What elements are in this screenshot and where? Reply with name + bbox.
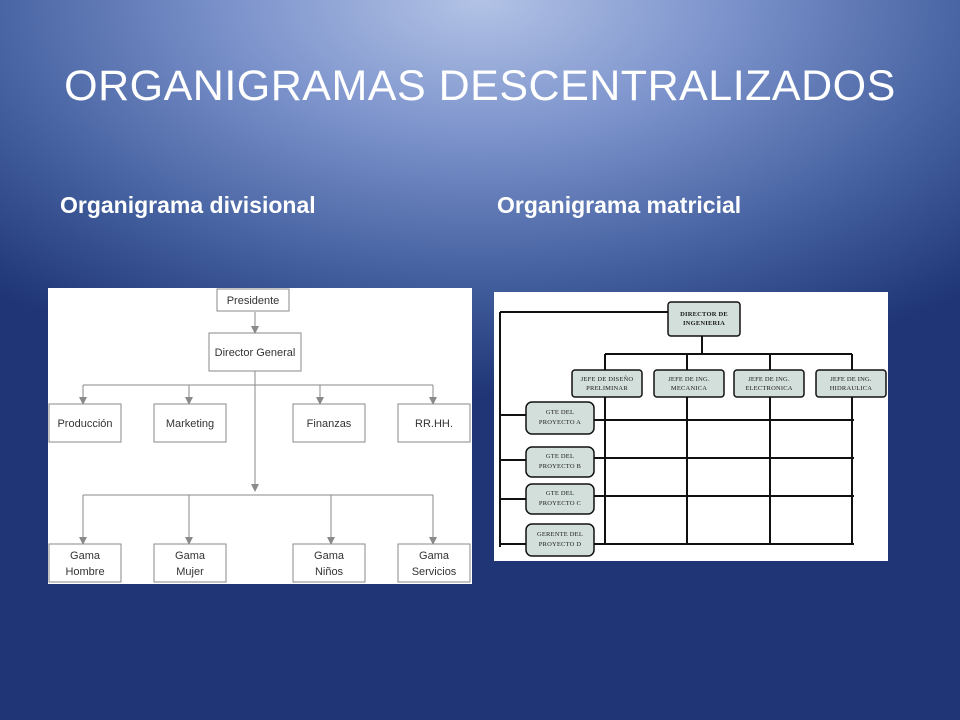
head-label: PRELIMINAR [586, 385, 628, 392]
product-line-box-women: Gama Mujer [153, 543, 227, 583]
director-label: DIRECTOR DE [680, 311, 728, 318]
head-label: JEFE DE ING. [748, 376, 790, 383]
product-line-box-men: Gama Hombre [48, 543, 122, 583]
department-box-hr: RR.HH. [397, 403, 471, 443]
product-line-label: Niños [315, 566, 344, 578]
project-label: GTE DEL [546, 490, 574, 497]
project-label: PROYECTO C [539, 500, 581, 507]
product-line-label: Gama [419, 550, 450, 562]
project-label: GTE DEL [546, 453, 574, 460]
head-label: HIDRAULICA [830, 385, 873, 392]
divisional-chart-panel: Presidente Director General Producción M… [48, 288, 472, 584]
project-label: PROYECTO B [539, 463, 582, 470]
department-box-finance: Finanzas [292, 403, 366, 443]
project-label: PROYECTO D [539, 541, 582, 548]
head-label: ELECTRONICA [745, 385, 792, 392]
slide-title: ORGANIGRAMAS DESCENTRALIZADOS [64, 62, 896, 110]
project-label: GTE DEL [546, 409, 574, 416]
head-box-preliminary-design: JEFE DE DISEÑO PRELIMINAR [571, 369, 643, 398]
department-box-production: Producción [48, 403, 122, 443]
divisional-heading: Organigrama divisional [60, 192, 316, 218]
product-line-label: Servicios [412, 566, 457, 578]
head-label: JEFE DE DISEÑO [581, 375, 634, 383]
project-box-c: GTE DEL PROYECTO C [525, 483, 595, 515]
product-line-label: Mujer [176, 566, 204, 578]
matrix-chart-panel: DIRECTOR DE INGENIERIA JEFE DE DISEÑO PR… [494, 292, 888, 561]
head-box-electronics: JEFE DE ING. ELECTRONICA [733, 369, 805, 398]
head-box-hydraulics: JEFE DE ING. HIDRAULICA [815, 369, 887, 398]
general-director-box: Director General [208, 332, 302, 372]
department-box-marketing: Marketing [153, 403, 227, 443]
project-box-d: GERENTE DEL PROYECTO D [525, 523, 595, 557]
divisional-chart: Presidente Director General Producción M… [48, 288, 471, 583]
product-line-box-services: Gama Servicios [397, 543, 471, 583]
head-label: MECANICA [671, 385, 707, 392]
project-label: PROYECTO A [539, 419, 581, 426]
president-label: Presidente [227, 295, 280, 307]
matrix-grid-lines [499, 311, 854, 547]
product-line-label: Gama [175, 550, 206, 562]
matrix-chart: DIRECTOR DE INGENIERIA JEFE DE DISEÑO PR… [499, 301, 887, 557]
president-box: Presidente [216, 288, 290, 312]
project-box-a: GTE DEL PROYECTO A [525, 401, 595, 435]
head-box-mechanical: JEFE DE ING. MECANICA [653, 369, 725, 398]
department-label: Finanzas [307, 418, 352, 430]
matrix-heading: Organigrama matricial [497, 192, 742, 218]
product-line-label: Gama [314, 550, 345, 562]
department-label: Producción [57, 418, 112, 430]
engineering-director-box: DIRECTOR DE INGENIERIA [667, 301, 741, 337]
divisional-connectors [79, 312, 437, 545]
department-label: Marketing [166, 418, 214, 430]
director-label: INGENIERIA [683, 320, 725, 327]
department-label: RR.HH. [415, 418, 453, 430]
product-line-label: Hombre [65, 566, 104, 578]
general-director-label: Director General [215, 347, 296, 359]
project-box-b: GTE DEL PROYECTO B [525, 446, 595, 478]
product-line-box-kids: Gama Niños [292, 543, 366, 583]
project-label: GERENTE DEL [537, 531, 583, 538]
head-label: JEFE DE ING. [830, 376, 872, 383]
head-label: JEFE DE ING. [668, 376, 710, 383]
product-line-label: Gama [70, 550, 101, 562]
